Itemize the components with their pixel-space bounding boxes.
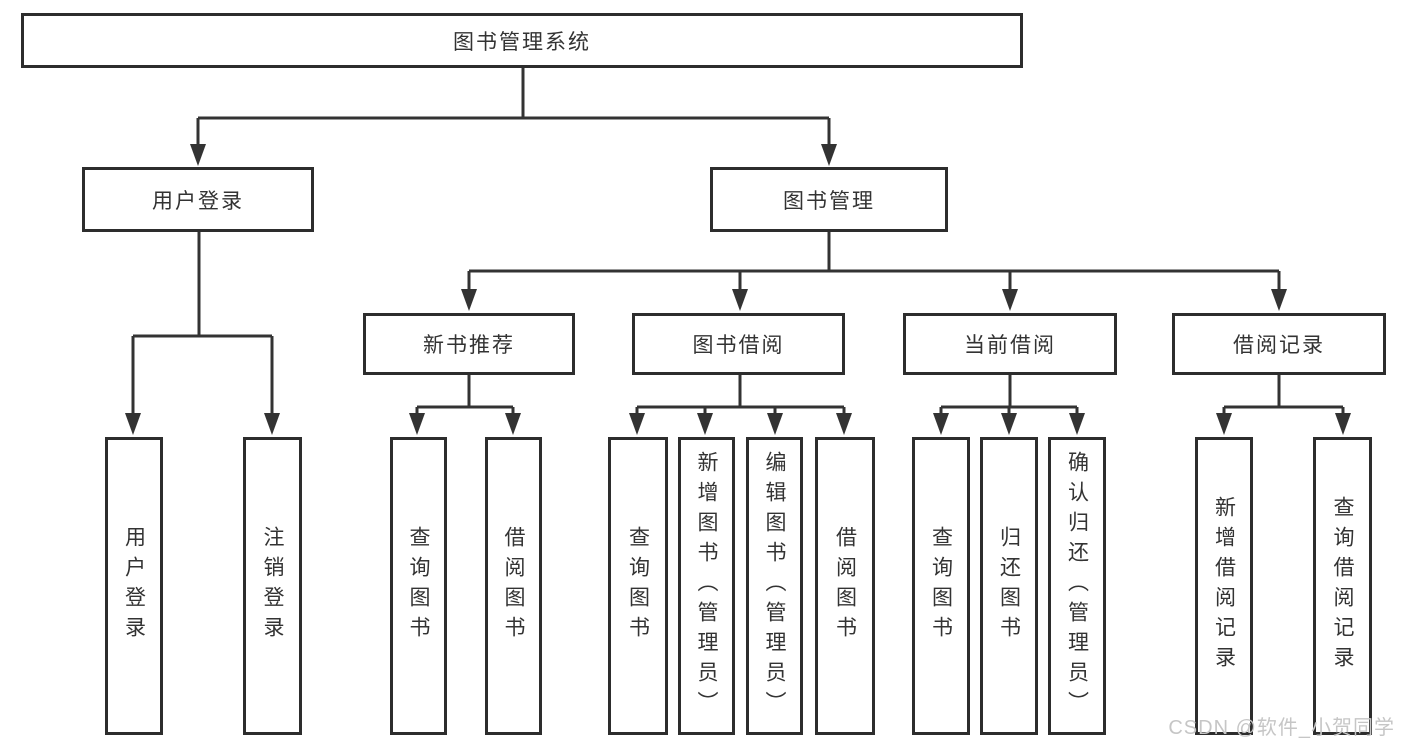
node-book-borrow: 图书借阅 xyxy=(632,313,845,375)
node-book-management: 图书管理 xyxy=(710,167,948,232)
leaf-query-borrow-record: 查询借阅记录 xyxy=(1313,437,1372,735)
leaf-query-books-current: 查询图书 xyxy=(912,437,970,735)
node-current-borrow: 当前借阅 xyxy=(903,313,1117,375)
node-borrow-records: 借阅记录 xyxy=(1172,313,1386,375)
node-new-book-recommend: 新书推荐 xyxy=(363,313,575,375)
leaf-confirm-return-admin: 确认归还（管理员） xyxy=(1048,437,1106,735)
leaf-add-borrow-record: 新增借阅记录 xyxy=(1195,437,1253,735)
leaf-add-book-admin: 新增图书（管理员） xyxy=(678,437,735,735)
leaf-query-books-recommend: 查询图书 xyxy=(390,437,447,735)
leaf-logout: 注销登录 xyxy=(243,437,302,735)
watermark: CSDN @软件_小贺同学 xyxy=(1168,717,1395,739)
leaf-edit-book-admin: 编辑图书（管理员） xyxy=(746,437,803,735)
node-root: 图书管理系统 xyxy=(21,13,1023,68)
leaf-borrow-books-recommend: 借阅图书 xyxy=(485,437,542,735)
leaf-query-books-borrow: 查询图书 xyxy=(608,437,668,735)
node-user-login: 用户登录 xyxy=(82,167,314,232)
leaf-user-login: 用户登录 xyxy=(105,437,163,735)
leaf-borrow-books: 借阅图书 xyxy=(815,437,875,735)
leaf-return-book: 归还图书 xyxy=(980,437,1038,735)
